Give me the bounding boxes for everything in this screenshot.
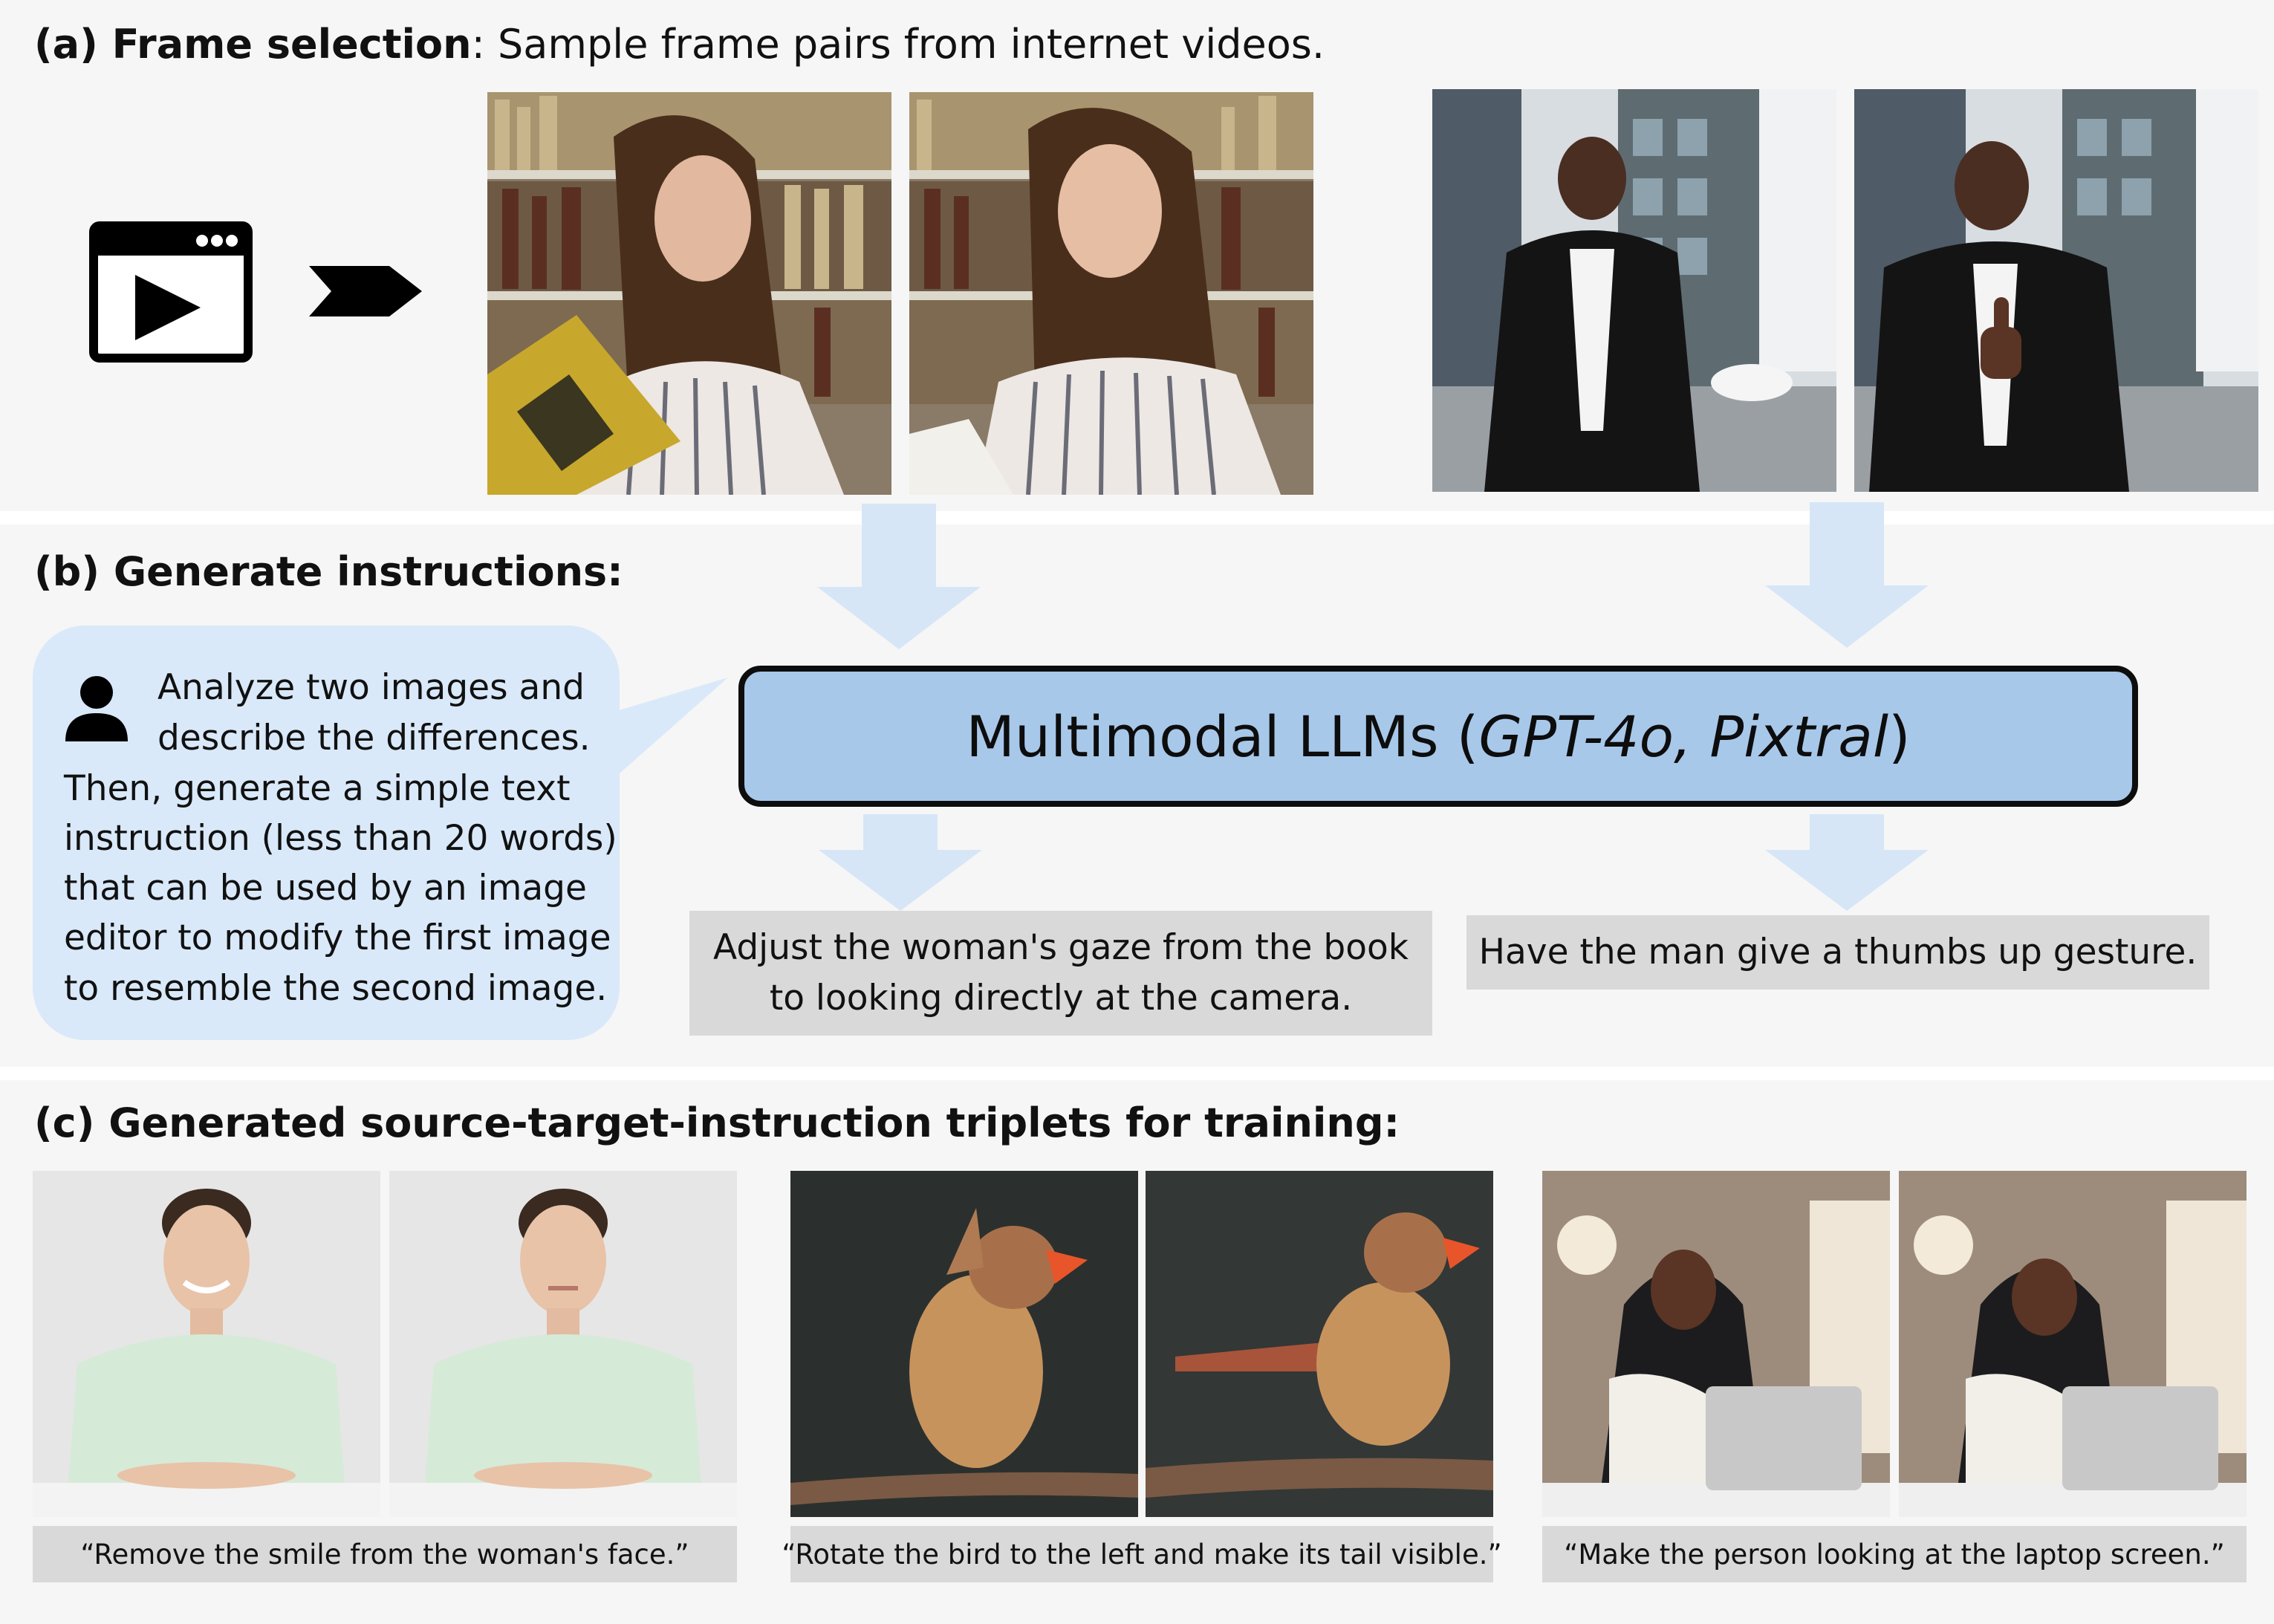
prompt-line-5: that can be used by an image [64,868,587,909]
man-standing-source-image [1432,89,1836,492]
flow-arrow-llm-to-output-2 [1765,814,1929,911]
bird-source-image [790,1171,1138,1517]
panel-b-title: Generate instructions: [113,548,623,595]
woman-reading-source-image [487,92,891,495]
woman-smiling-source-image [33,1171,380,1517]
panel-b-heading: (b) Generate instructions: [34,548,623,595]
bird-tail-visible-target-image [1146,1171,1493,1517]
woman-neutral-target-image [389,1171,737,1517]
triplet-caption-bird: “Rotate the bird to the left and make it… [782,1526,1502,1582]
panel-a-heading: (a) Frame selection: Sample frame pairs … [34,21,1325,68]
llm-models: GPT-4o, Pixtral [1478,703,1888,770]
generated-instruction-woman: Adjust the woman's gaze from the book to… [689,911,1432,1036]
generated-instruction-man: Have the man give a thumbs up gesture. [1466,915,2209,990]
llm-label: Multimodal LLMs ( [966,703,1479,770]
person-laptop-source-image [1542,1171,1890,1517]
panel-b-label: (b) [34,548,100,595]
man-thumbs-up-target-image [1854,89,2258,492]
woman-gaze-target-image [909,92,1313,495]
instruction-woman-line-1: Adjust the woman's gaze from the book [713,927,1409,968]
chevron-arrow-icon [309,266,422,316]
speech-bubble-tail [587,678,728,802]
instruction-woman-line-2: to looking directly at the camera. [769,978,1353,1019]
prompt-line-7: to resemble the second image. [64,968,608,1009]
panel-a-label: (a) [34,21,98,68]
flow-arrow-woman-to-llm [817,504,981,649]
flow-arrow-llm-to-output-1 [819,814,982,911]
panel-a-title: Frame selection [111,21,472,68]
llm-close-paren: ) [1888,703,1911,770]
triplet-caption-laptop: “Make the person looking at the laptop s… [1542,1526,2247,1582]
person-icon [65,676,128,741]
panel-c-title: Generated source-target-instruction trip… [108,1100,1400,1146]
panel-c-heading: (c) Generated source-target-instruction … [34,1100,1400,1146]
instruction-man-text: Have the man give a thumbs up gesture. [1478,932,2197,972]
multimodal-llm-box: Multimodal LLMs (GPT-4o, Pixtral) [738,666,2138,807]
prompt-line-6: editor to modify the first image [64,917,611,958]
person-looking-screen-target-image [1899,1171,2247,1517]
prompt-line-4: instruction (less than 20 words) [64,818,617,859]
prompt-line-2: describe the differences. [157,718,591,759]
panel-a-subtitle: : Sample frame pairs from internet video… [471,21,1325,68]
triplet-caption-woman: “Remove the smile from the woman's face.… [33,1526,737,1582]
prompt-line-1: Analyze two images and [157,667,585,708]
panel-c-label: (c) [34,1100,95,1146]
prompt-speech-bubble [33,626,620,1040]
prompt-line-3: Then, generate a simple text [64,768,571,809]
flow-arrow-man-to-llm [1765,502,1929,648]
video-player-icon [89,221,253,363]
